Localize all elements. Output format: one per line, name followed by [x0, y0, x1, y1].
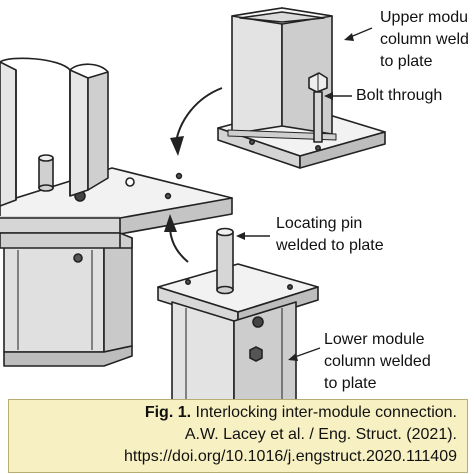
bolt-through-label: Bolt through: [356, 87, 443, 104]
upper-module-label-line-3: to plate: [380, 53, 433, 70]
locating-pin-label-line-2: welded to plate: [276, 237, 384, 254]
leader-lines: [236, 27, 373, 361]
caption-title: Interlocking inter-module connection.: [195, 404, 457, 421]
caption-citation: A.W. Lacey et al. / Eng. Struct. (2021).: [184, 426, 457, 443]
assembly-arrow-lower: [164, 214, 189, 263]
lower-left-column: [3, 237, 133, 367]
left-locating-pin: [38, 154, 54, 192]
figure-number: Fig. 1.: [144, 404, 192, 421]
right-locating-pin: [216, 227, 234, 295]
upper-module-column: [217, 7, 386, 169]
figure-caption: Fig. 1. Interlocking inter-module connec…: [8, 399, 468, 473]
upper-left-column: [0, 57, 109, 207]
locating-pin-label-line-1: Locating pin: [276, 215, 363, 232]
lower-module-column: [157, 263, 319, 401]
upper-module-label-line-1: Upper modu: [380, 9, 469, 26]
caption-line-1: Fig. 1. Interlocking inter-module connec…: [145, 403, 457, 423]
upper-module-label-line-2: column weld: [380, 31, 469, 48]
lower-module-label-line-2: column welded: [324, 353, 431, 370]
lower-module-label-line-1: Lower module: [324, 331, 425, 348]
lower-module-label-line-3: to plate: [324, 375, 377, 392]
stacked-plates: [0, 167, 233, 249]
bolt-through: [308, 72, 328, 143]
assembly-arrow-upper: [170, 87, 223, 156]
caption-doi-link[interactable]: https://doi.org/10.1016/j.engstruct.2020…: [124, 448, 457, 465]
